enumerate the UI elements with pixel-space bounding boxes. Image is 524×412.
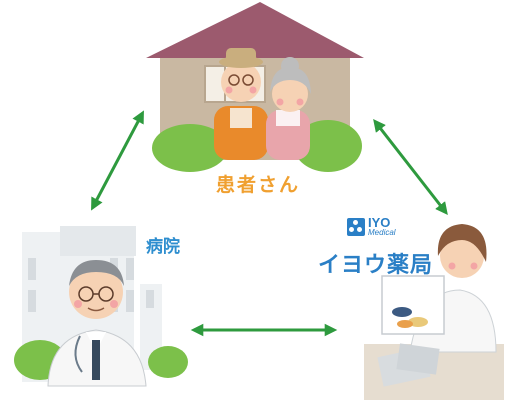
logo-medical-text: Medical	[368, 228, 396, 237]
logo-iyo-text: IYO	[368, 215, 391, 230]
doctor-illustration	[47, 260, 147, 387]
patient-hospital-arrow	[91, 110, 144, 211]
patient-label: 患者さん	[216, 174, 301, 196]
pharmacy-name-label: イヨウ薬局	[318, 253, 434, 278]
pharmacy-logo-icon	[347, 218, 365, 236]
pharmacy-logo: IYO Medical	[347, 215, 399, 242]
patient-pharmacy-arrow	[373, 119, 448, 215]
elderly-couple-illustration	[214, 48, 311, 160]
pharmacist-illustration	[364, 224, 504, 400]
hospital-label: 病院	[146, 237, 180, 257]
